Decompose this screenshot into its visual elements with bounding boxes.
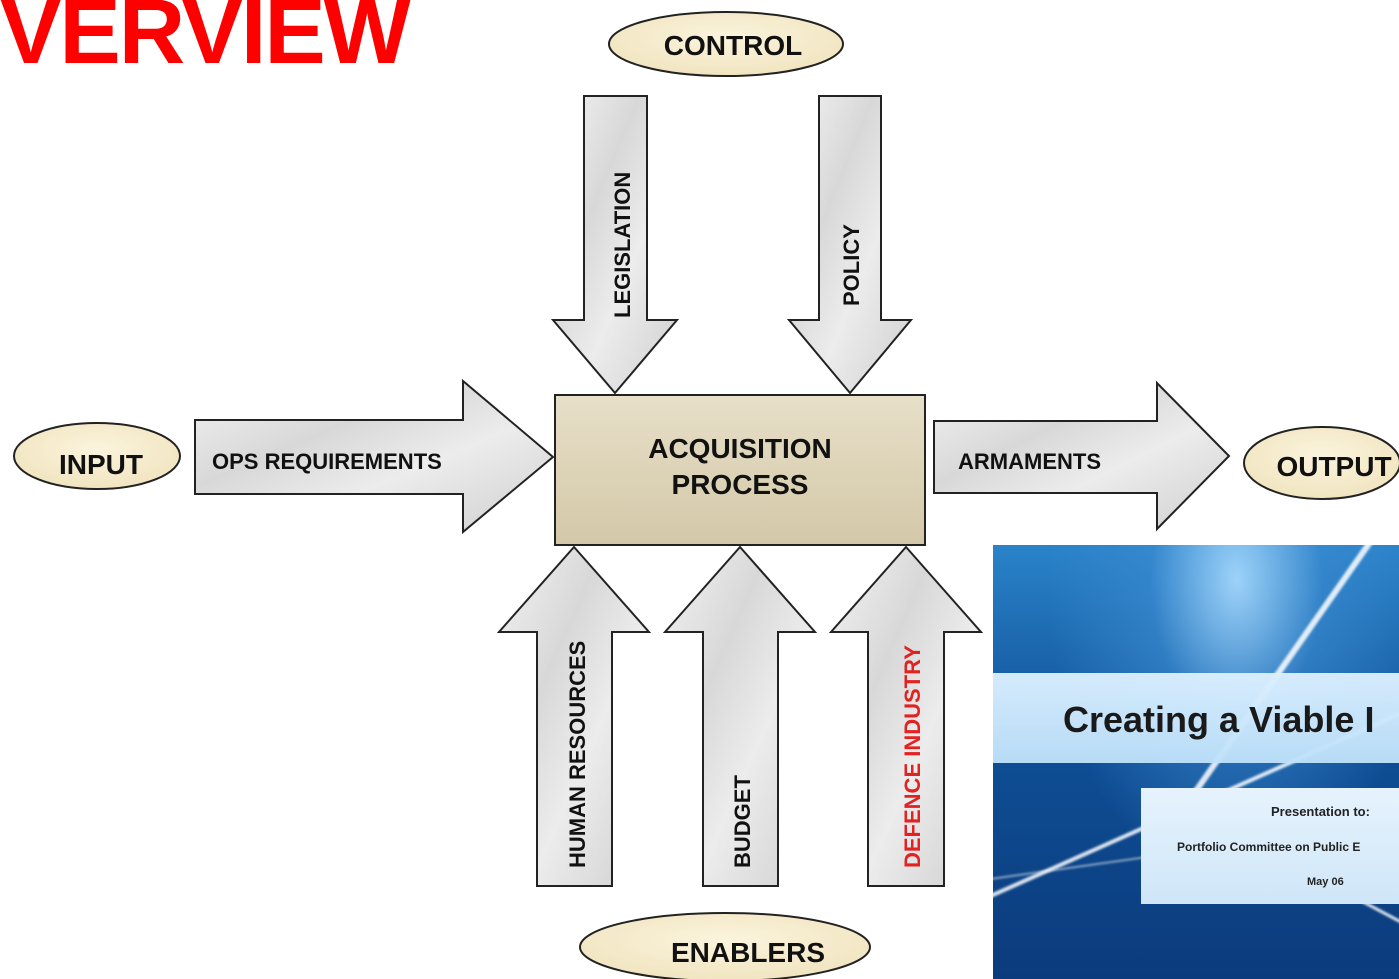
ops-requirements-arrow: OPS REQUIREMENTS xyxy=(194,378,555,535)
enablers-label: ENABLERS xyxy=(671,937,825,968)
process-line-1: ACQUISITION xyxy=(648,433,832,464)
armaments-label: ARMAMENTS xyxy=(958,449,1101,474)
legislation-arrow: LEGISLATION xyxy=(550,95,680,395)
control-oval: CONTROL xyxy=(608,11,844,77)
control-label: CONTROL xyxy=(664,30,802,61)
policy-arrow: POLICY xyxy=(786,95,914,395)
presentation-thumbnail: Creating a Viable I Presentation to: Por… xyxy=(993,545,1399,979)
output-label: OUTPUT xyxy=(1276,451,1391,482)
input-oval: INPUT xyxy=(13,422,181,490)
acquisition-process-box: ACQUISITION PROCESS xyxy=(554,394,926,546)
defence-industry-arrow: DEFENCE INDUSTRY xyxy=(828,545,984,887)
armaments-arrow: ARMAMENTS xyxy=(933,380,1231,532)
committee-label: Portfolio Committee on Public E xyxy=(1177,840,1361,854)
budget-arrow: BUDGET xyxy=(662,545,818,887)
thumbnail-info-box: Presentation to: Portfolio Committee on … xyxy=(1141,788,1399,904)
process-line-2: PROCESS xyxy=(672,469,809,500)
thumbnail-title-band xyxy=(993,673,1399,763)
ops-requirements-label: OPS REQUIREMENTS xyxy=(212,449,442,474)
human-resources-label: HUMAN RESOURCES xyxy=(565,641,590,868)
output-oval: OUTPUT xyxy=(1243,426,1399,500)
date-label: May 06 xyxy=(1307,876,1344,888)
slide-title: VERVIEW xyxy=(0,0,411,83)
budget-label: BUDGET xyxy=(730,775,755,868)
defence-industry-label: DEFENCE INDUSTRY xyxy=(900,645,925,868)
thumbnail-title: Creating a Viable I xyxy=(1063,699,1375,740)
input-label: INPUT xyxy=(59,449,143,480)
legislation-label: LEGISLATION xyxy=(610,172,635,318)
presentation-to-label: Presentation to: xyxy=(1271,804,1370,819)
human-resources-arrow: HUMAN RESOURCES xyxy=(496,545,652,887)
enablers-oval: ENABLERS xyxy=(579,912,871,979)
policy-label: POLICY xyxy=(839,224,864,306)
